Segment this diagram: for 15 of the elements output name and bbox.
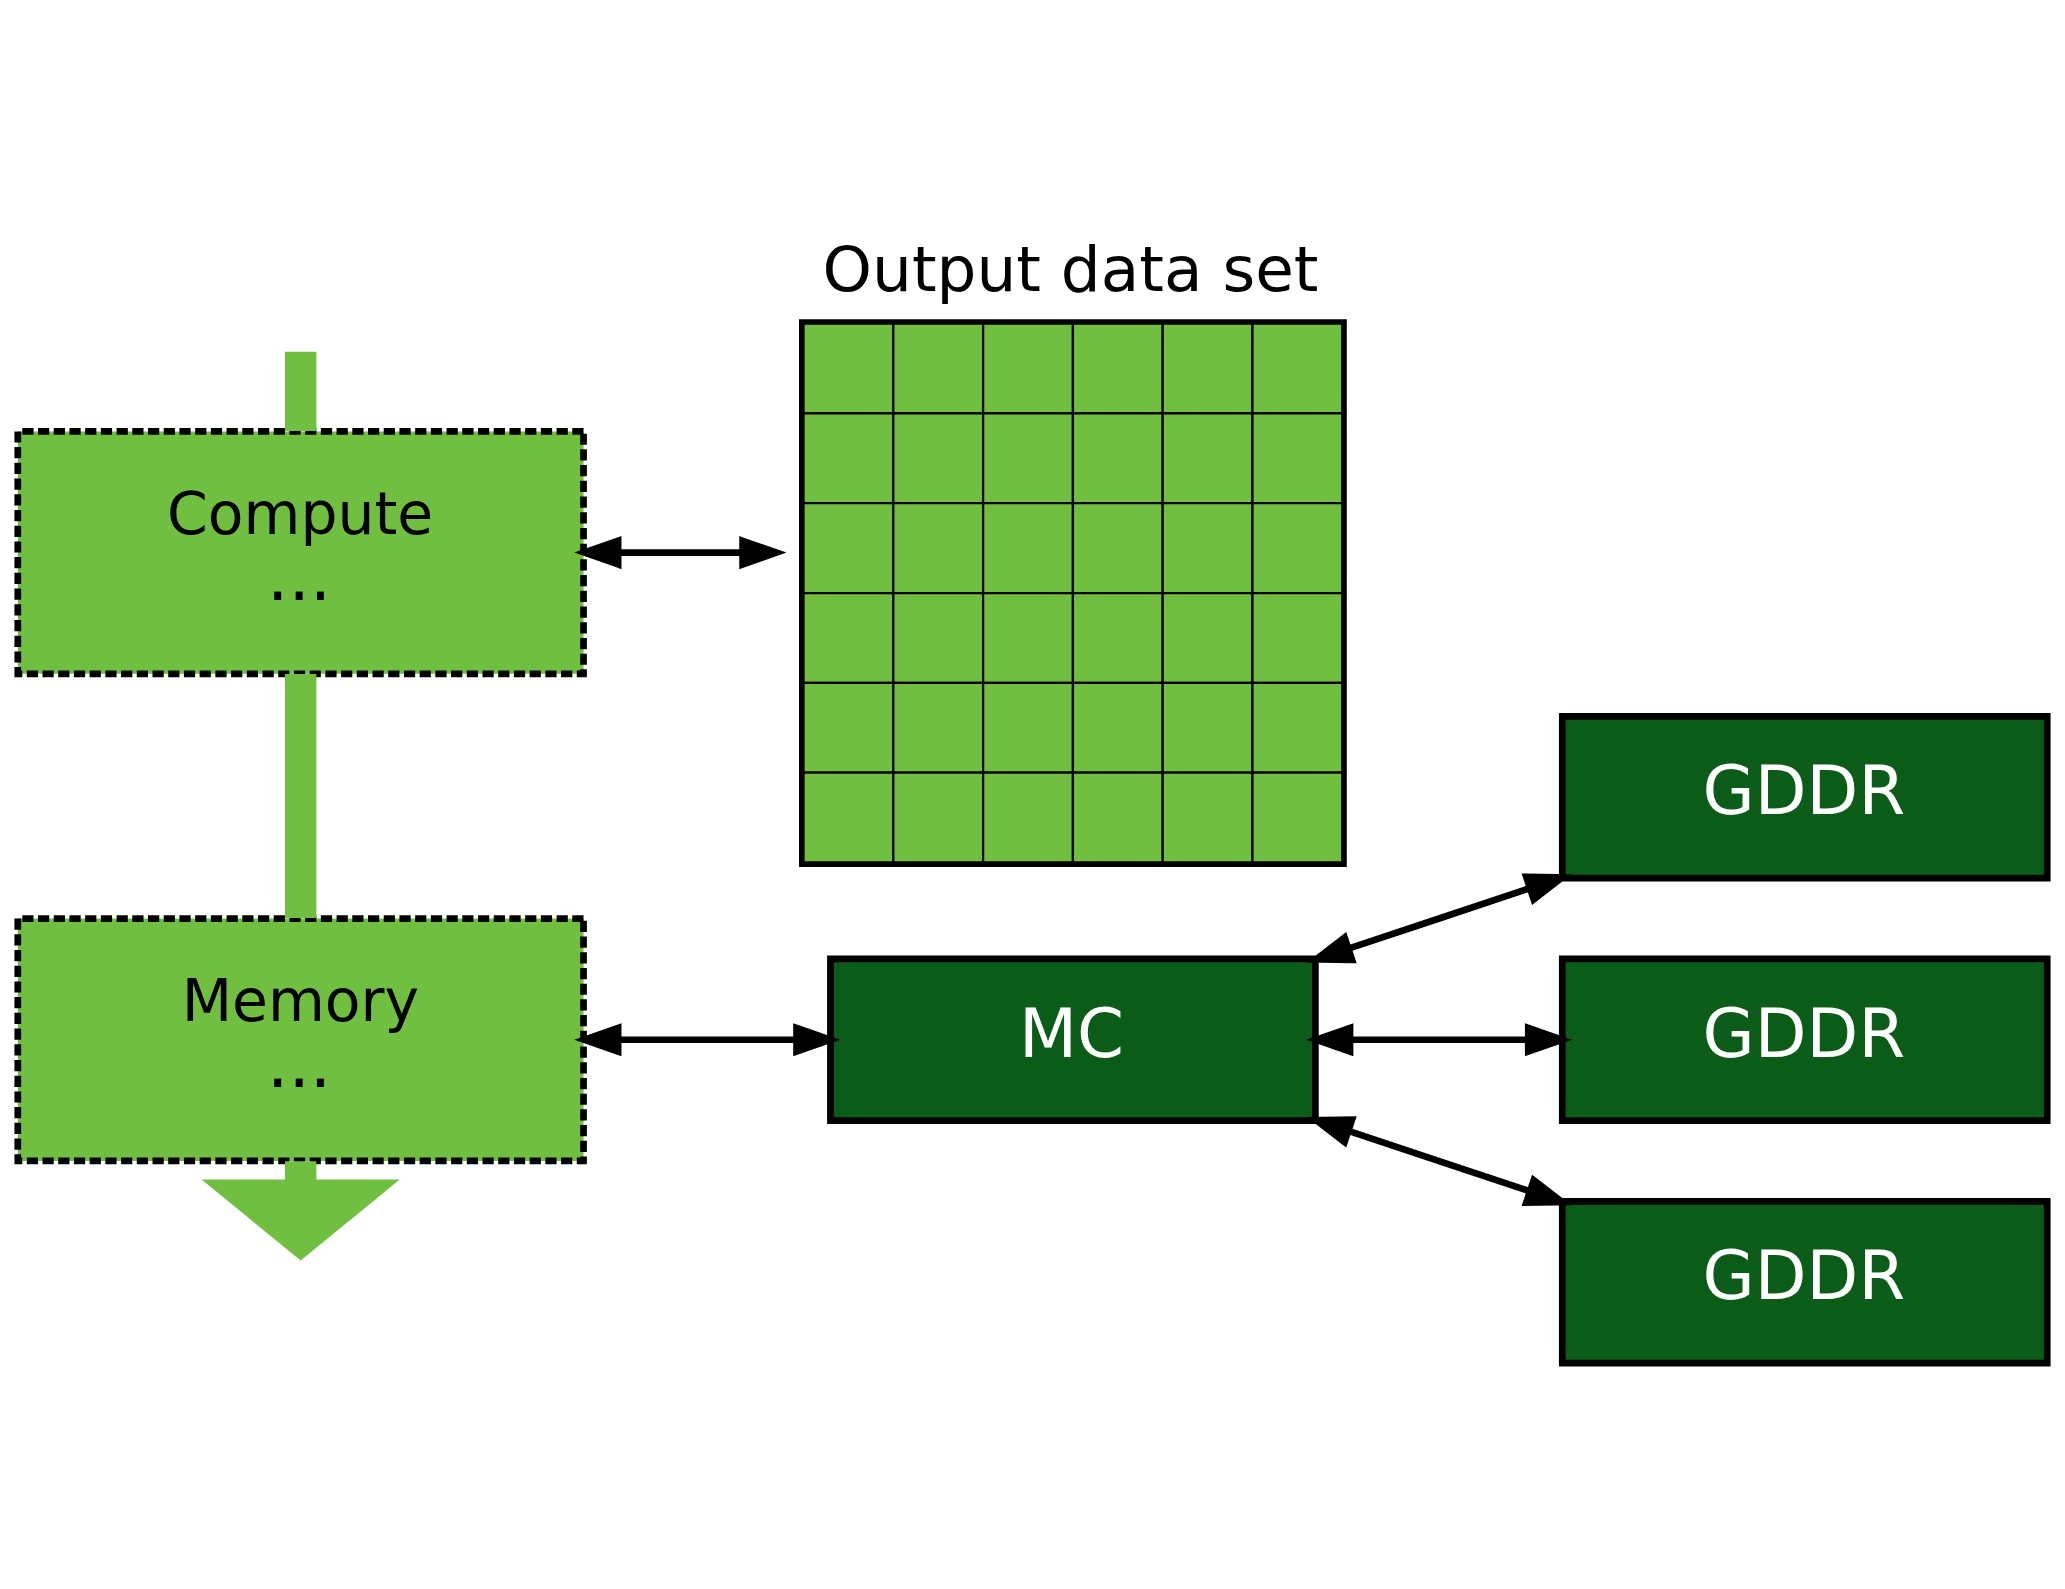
node-box: GDDR: [1558, 1198, 2051, 1367]
node-box: Compute ...: [14, 428, 587, 678]
arrow: [1306, 1116, 1572, 1206]
arrow: [1306, 1023, 1573, 1057]
connector: [284, 673, 317, 918]
arrow: [574, 536, 787, 570]
node-box: MC: [827, 955, 1319, 1124]
node-box: GDDR: [1558, 955, 2051, 1124]
connector: [284, 351, 317, 432]
node-box: GDDR: [1558, 713, 2051, 882]
arrow: [1306, 873, 1572, 964]
arrow: [201, 1161, 400, 1261]
arrow: [574, 1023, 841, 1057]
node-label: Output data set: [822, 232, 1319, 306]
node-box: Memory ...: [14, 915, 587, 1165]
